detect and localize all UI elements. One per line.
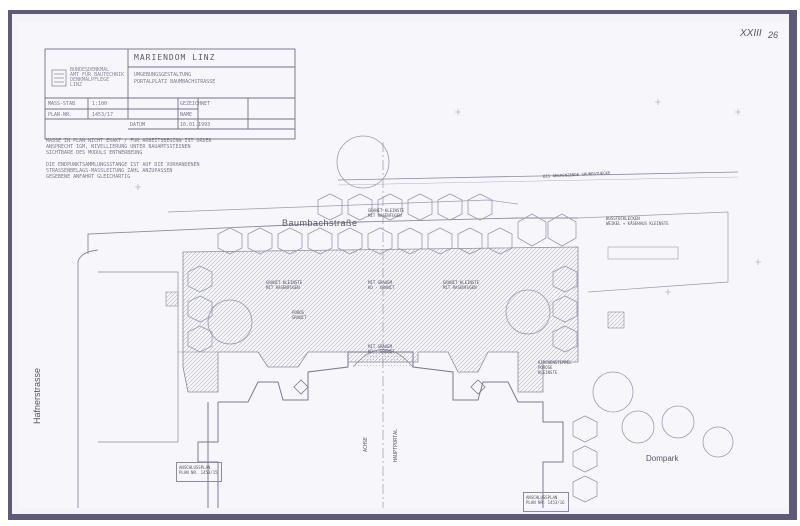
tree-octagons: [187, 193, 598, 503]
note-1-line-3: SICHTBARE DES MODULS ENTWERBEUNG: [46, 150, 143, 156]
tree-circles: [207, 135, 734, 458]
church-stamp-line-2: POROSE: [538, 365, 553, 370]
church-stamp-line-3: KLEINSTE: [538, 370, 558, 375]
project-subtitle-2: PORTALPLATZ BAUMBACHSTRASSE: [134, 79, 216, 85]
church-stamp-label: KIRCHENSTEMPEL POROSE KLEINSTE: [538, 360, 572, 375]
reference-plan-right: ANSCHLUSSPLAN PLAN NR. 1453/16: [523, 492, 569, 512]
plan-sheet: XXIII 26 BUNDESDENKMAL AMT FÜR BAUTECHNI…: [18, 22, 788, 512]
reference-right-line-2: PLAN NR. 1453/16: [526, 500, 565, 505]
note-block-1: MASSE IN PLAN NICHT EXAKT / FUR ARBEITSB…: [46, 138, 212, 156]
drawing-frame: XXIII 26 BUNDESDENKMAL AMT FÜR BAUTECHNI…: [8, 10, 797, 520]
logo-line-2: AMT FÜR BAUTECHNIK: [70, 72, 125, 78]
paving-label-left: GRANIT KLEINSTE MIT RASENFUGEN: [266, 280, 302, 290]
paving-right-line-1: GRANIT KLEINSTE: [443, 280, 480, 285]
title-block: [44, 48, 296, 140]
paving-left-line-1: GRANIT KLEINSTE: [266, 280, 303, 285]
plan-number-value: 1453/17: [92, 112, 114, 118]
sheet-roman-number: XXIII: [740, 28, 762, 39]
area-label-dompark: Dompark: [646, 454, 679, 463]
paving-top-line-2: MIT RASENFUGEN: [368, 213, 402, 218]
note-2-line-2: STRASSENBELAGS-MASSLEITUNG ZAHL ANZUPASS…: [46, 168, 173, 174]
logo-text: BUNDESDENKMAL AMT FÜR BAUTECHNIK DENKMAL…: [70, 68, 124, 88]
name-label: NAME: [180, 112, 193, 118]
logo-mark: [51, 69, 67, 87]
bus-line-2: WEIKEL + KÄSEHAUS KLEINSTE: [606, 221, 669, 226]
note-block-2: DIE ENDPUNKTSAMMLUNGSSTANGE IST AUF DIE …: [46, 162, 200, 180]
paving-center-line-1: MIT GRAUEM: [368, 344, 393, 349]
axis-label: ACHSE: [363, 436, 369, 452]
note-1-line-2: ANSPRECHT IGM, NIVELLIERUNG UNTER BAUAMT…: [46, 144, 191, 150]
street-label-baumbachstrasse: Baumbachstraße: [282, 218, 358, 228]
plan-number-label: PLAN-NR.: [48, 112, 73, 118]
paving-label-middle: MIT GRAUEM KO - GRANIT: [368, 280, 395, 290]
paving-label-right: GRANIT KLEINSTE MIT RASENFUGEN: [443, 280, 479, 290]
porous-granite-label: POROS GRANIT: [292, 310, 306, 320]
project-title: MARIENDOM LINZ: [134, 53, 216, 62]
paving-top-line-1: GRANIT KLEINSTE: [368, 208, 405, 213]
paving-center-line-2: KO - GRANIT: [368, 349, 395, 354]
paving-left-line-2: MIT RASENFUGEN: [266, 285, 300, 290]
reference-right-line-1: ANSCHLUSSPLAN: [526, 495, 558, 500]
sheet-number: 26: [768, 30, 779, 40]
porous-line-2: GRANIT: [292, 315, 307, 320]
note-2-line-1: DIE ENDPUNKTSAMMLUNGSSTANGE IST AUF DIE …: [46, 162, 200, 168]
main-portal-label: HAUPTPORTAL: [393, 428, 399, 462]
bus-area-label: BUSSTOCKLECKEN WEIKEL + KÄSEHAUS KLEINST…: [606, 216, 669, 226]
scale-value: 1:100: [92, 101, 108, 107]
paving-right-line-2: MIT RASENFUGEN: [443, 285, 477, 290]
project-subtitle-1: UMGEBUNGSGESTALTUNG: [134, 72, 192, 78]
paving-middle-line-2: KO - GRANIT: [368, 285, 395, 290]
reference-left-line-1: ANSCHLUSSPLAN: [179, 465, 211, 470]
note-2-line-3: GEGEBENE ANFAHRT GLEICHARTIG: [46, 174, 131, 180]
reference-plan-left: ANSCHLUSSPLAN PLAN NR. 1453/15: [176, 462, 222, 482]
paving-label-center: MIT GRAUEM KO - GRANIT: [368, 344, 395, 354]
logo-line-4: LINZ: [70, 82, 83, 88]
date-value: 10.01.1993: [180, 122, 211, 128]
porous-line-1: POROS: [292, 310, 305, 315]
scale-label: MASS-STAB: [48, 101, 76, 107]
paving-middle-line-1: MIT GRAUEM: [368, 280, 393, 285]
site-plan-drawing: [44, 48, 761, 508]
note-1-line-1: MASSE IN PLAN NICHT EXAKT / FUR ARBEITSB…: [46, 138, 212, 144]
logo-line-3: DENKMALPFLEGE: [70, 77, 110, 83]
street-label-hafnerstrasse: Hafnerstrasse: [32, 367, 42, 424]
reference-left-line-2: PLAN NR. 1453/15: [179, 470, 218, 475]
paving-label-top: GRANIT KLEINSTE MIT RASENFUGEN: [368, 208, 404, 218]
church-stamp-line-1: KIRCHENSTEMPEL: [538, 360, 572, 365]
drawn-label: GEZEICHNET: [180, 101, 211, 107]
logo-line-1: BUNDESDENKMAL: [70, 67, 110, 73]
date-label: DATUM: [130, 122, 146, 128]
bus-line-1: BUSSTOCKLECKEN: [606, 216, 640, 221]
